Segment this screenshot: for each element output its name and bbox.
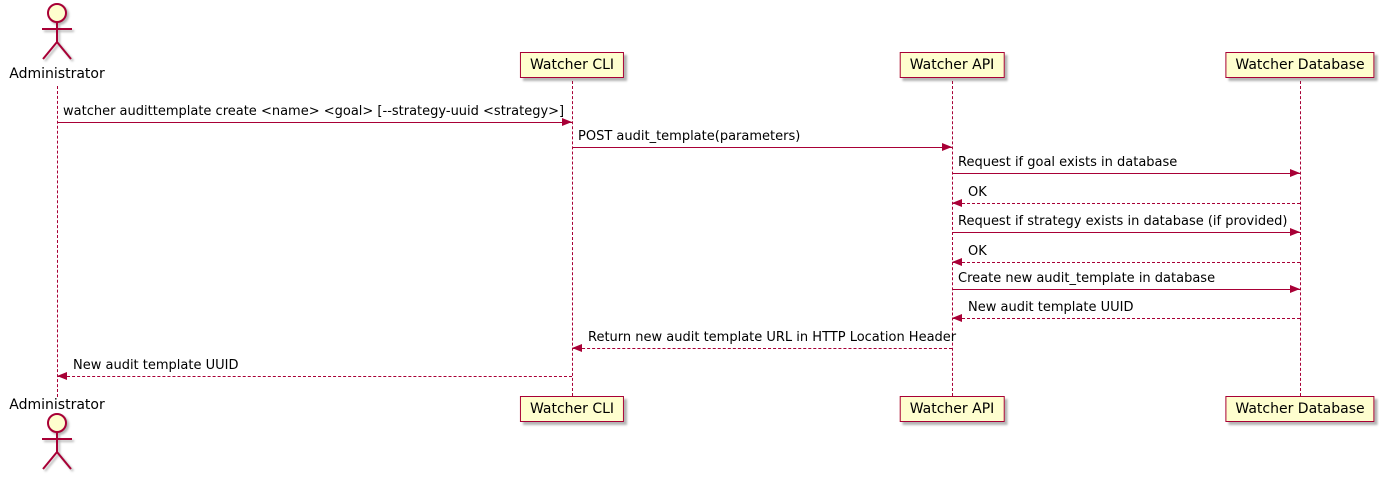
participant-box-watcher-database: Watcher Database [1225,52,1375,78]
message-label: New audit template UUID [968,300,1134,315]
actor-label: Administrator [9,397,105,413]
arrowhead-icon [572,344,582,352]
message-label: Return new audit template URL in HTTP Lo… [588,330,957,345]
participant-box-watcher-cli: Watcher CLI [519,52,625,78]
message-label: Request if strategy exists in database (… [958,214,1288,229]
participant-box-watcher-cli: Watcher CLI [519,396,625,422]
arrowhead-icon [1290,285,1300,293]
arrowhead-icon [1290,169,1300,177]
message-label: OK [968,244,987,259]
arrow-line [952,203,1300,204]
arrow-line [572,348,952,349]
arrowhead-icon [57,372,67,380]
arrowhead-icon [952,199,962,207]
actor-label: Administrator [9,66,105,82]
lifeline-watcher-api [952,81,953,396]
arrow-line [57,122,572,123]
participant-box-watcher-database: Watcher Database [1225,396,1375,422]
arrow-line [952,262,1300,263]
participant-box-watcher-api: Watcher API [899,396,1005,422]
arrow-line [952,289,1300,290]
actor-icon [42,3,72,60]
participant-box-watcher-api: Watcher API [899,52,1005,78]
message-label: watcher audittemplate create <name> <goa… [63,104,565,119]
arrow-line [952,318,1300,319]
arrowhead-icon [952,314,962,322]
arrowhead-icon [942,143,952,151]
arrow-line [952,232,1300,233]
message-label: Request if goal exists in database [958,155,1178,170]
message-label: Create new audit_template in database [958,271,1216,286]
message-label: POST audit_template(parameters) [578,129,801,144]
message-label: New audit template UUID [73,358,239,373]
arrow-line [952,173,1300,174]
lifeline-administrator [57,86,58,397]
message-label: OK [968,185,987,200]
arrowhead-icon [562,118,572,126]
lifeline-watcher-cli [572,81,573,396]
lifeline-watcher-database [1300,81,1301,396]
actor-icon [42,413,72,470]
arrow-line [572,147,952,148]
arrowhead-icon [952,258,962,266]
arrowhead-icon [1290,228,1300,236]
arrow-line [57,376,572,377]
